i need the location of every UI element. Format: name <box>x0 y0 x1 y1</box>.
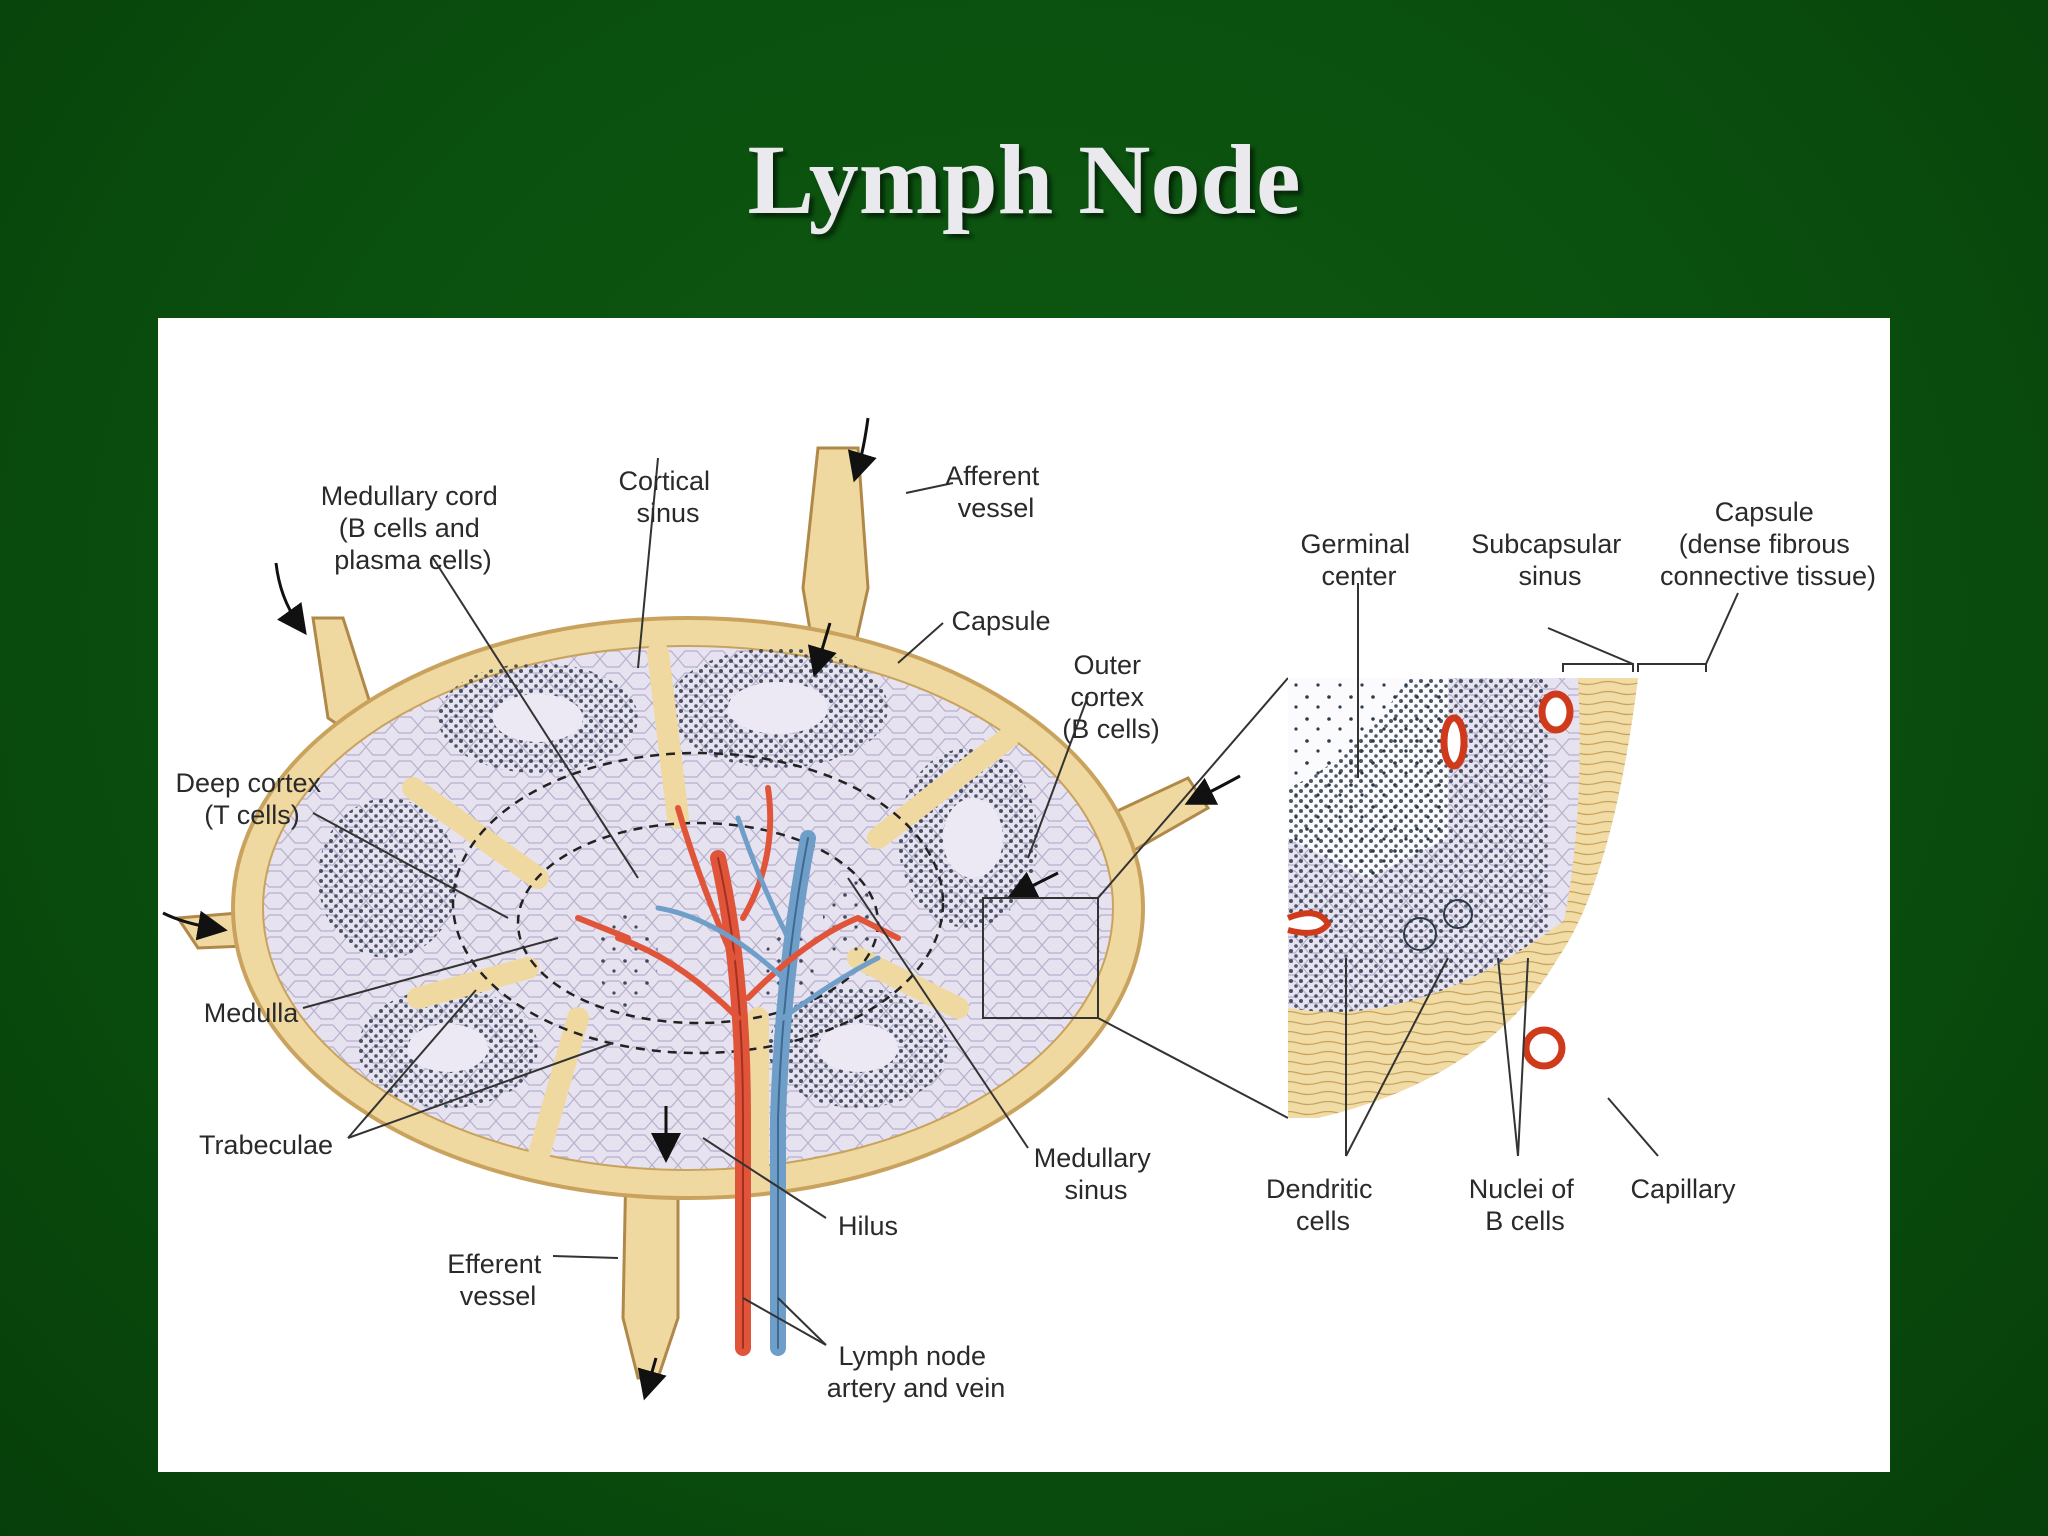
label-nuclei-b-cells: Nuclei of B cells <box>1469 1174 1582 1236</box>
follicles <box>318 648 1038 1108</box>
label-afferent-vessel: Afferent vessel <box>945 461 1047 523</box>
detail-section <box>1286 663 1707 1118</box>
label-dendritic-cells: Dendritic cells <box>1266 1174 1380 1236</box>
label-subcapsular-sinus: Subcapsular sinus <box>1471 529 1629 591</box>
diagram-panel: Medullary cord (B cells and plasma cells… <box>158 318 1890 1472</box>
dendritic-cells <box>1403 899 1473 951</box>
artery-and-vein <box>575 785 901 1356</box>
label-medullary-cord: Medullary cord (B cells and plasma cells… <box>321 481 506 575</box>
leader-lines <box>302 457 1739 1346</box>
capillaries <box>1286 690 1574 1070</box>
label-cortical-sinus: Cortical sinus <box>618 466 717 528</box>
trabeculae-bands <box>402 642 1019 1179</box>
slide-title: Lymph Node <box>747 124 1301 235</box>
label-outer-cortex: Outer cortex (B cells) <box>1062 650 1160 744</box>
label-medullary-sinus: Medullary sinus <box>1034 1143 1159 1205</box>
zoom-box <box>982 897 1099 1019</box>
label-capsule-detail: Capsule (dense fibrous connective tissue… <box>1660 497 1876 591</box>
label-artery-vein: Lymph node artery and vein <box>827 1341 1006 1403</box>
label-germinal-center: Germinal center <box>1300 529 1417 591</box>
labels: Medullary cord (B cells and plasma cells… <box>175 461 1876 1403</box>
label-hilus: Hilus <box>838 1211 898 1241</box>
deep-cortex-boundary <box>451 751 945 1055</box>
lymph-node-diagram: Medullary cord (B cells and plasma cells… <box>162 417 1876 1403</box>
label-trabeculae: Trabeculae <box>199 1130 333 1160</box>
lymph-node-section <box>162 417 1289 1401</box>
label-capsule: Capsule <box>951 606 1050 636</box>
label-capillary: Capillary <box>1630 1174 1736 1204</box>
label-efferent-vessel: Efferent vessel <box>447 1249 549 1311</box>
label-deep-cortex: Deep cortex (T cells) <box>175 768 328 830</box>
label-medulla: Medulla <box>204 998 300 1028</box>
flow-arrows <box>162 417 1241 1401</box>
